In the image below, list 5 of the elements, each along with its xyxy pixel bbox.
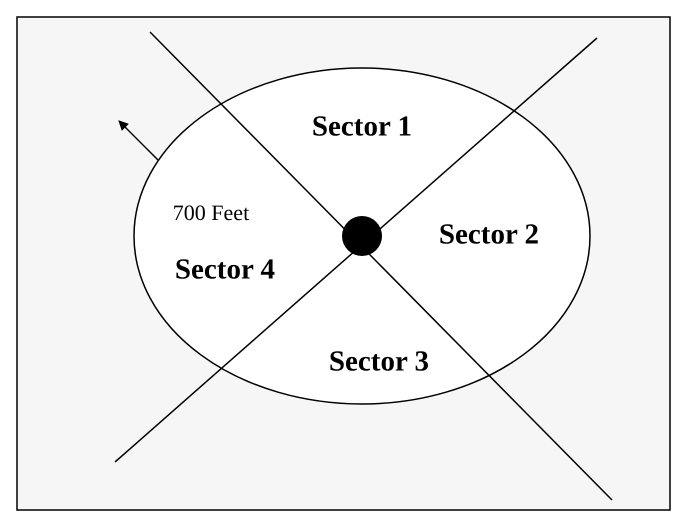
sector-label: Sector 4 [174, 256, 276, 284]
sector-label: Sector 3 [328, 348, 430, 376]
sector-label: Sector 2 [438, 220, 540, 250]
distance-label: 700 Feet [172, 202, 250, 224]
sector-label: Sector 1 [312, 112, 412, 142]
